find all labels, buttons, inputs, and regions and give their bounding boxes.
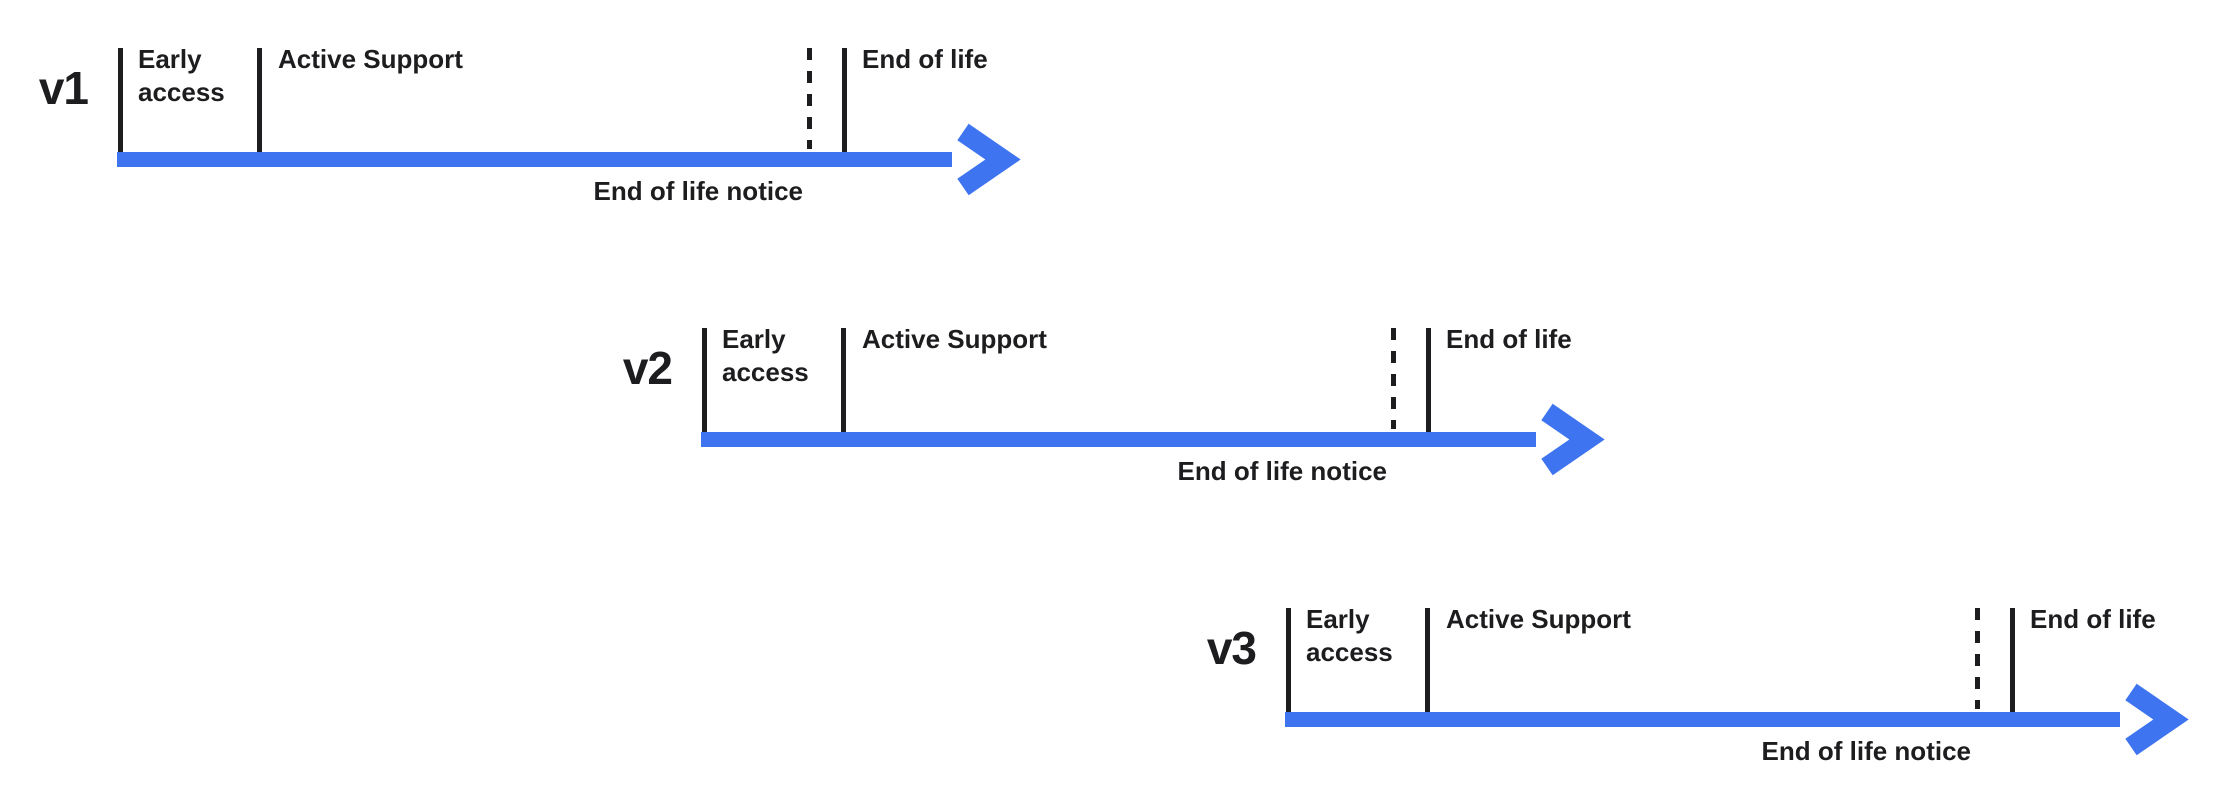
eol-notice-label: End of life notice (593, 176, 803, 206)
early-access-label: Early access (1306, 604, 1393, 667)
early-access-start-tick (1286, 608, 1291, 713)
version-label: v1 (38, 62, 89, 114)
active-support-start-tick (841, 328, 846, 433)
early-access-start-tick (118, 48, 123, 153)
early-access-start-tick (702, 328, 707, 433)
end-of-life-tick (2010, 608, 2015, 713)
early-access-label: Early access (138, 44, 225, 107)
active-support-label: Active Support (862, 324, 1047, 354)
active-support-start-tick (1425, 608, 1430, 713)
end-of-life-label: End of life (862, 44, 988, 74)
end-of-life-tick (1426, 328, 1431, 433)
version-label: v2 (622, 342, 673, 394)
active-support-start-tick (257, 48, 262, 153)
end-of-life-label: End of life (1446, 324, 1572, 354)
eol-notice-dashed-tick (1975, 608, 1980, 709)
eol-notice-label: End of life notice (1177, 456, 1387, 486)
end-of-life-tick (842, 48, 847, 153)
end-of-life-label: End of life (2030, 604, 2156, 634)
early-access-label: Early access (722, 324, 809, 387)
timeline-arrow-icon (117, 123, 1021, 196)
timeline-arrow-icon (701, 403, 1605, 476)
eol-notice-label: End of life notice (1761, 736, 1971, 766)
timeline-arrow-icon (1285, 683, 2189, 756)
active-support-label: Active Support (1446, 604, 1631, 634)
eol-notice-dashed-tick (1391, 328, 1396, 429)
version-label: v3 (1206, 622, 1257, 674)
active-support-label: Active Support (278, 44, 463, 74)
eol-notice-dashed-tick (807, 48, 812, 149)
